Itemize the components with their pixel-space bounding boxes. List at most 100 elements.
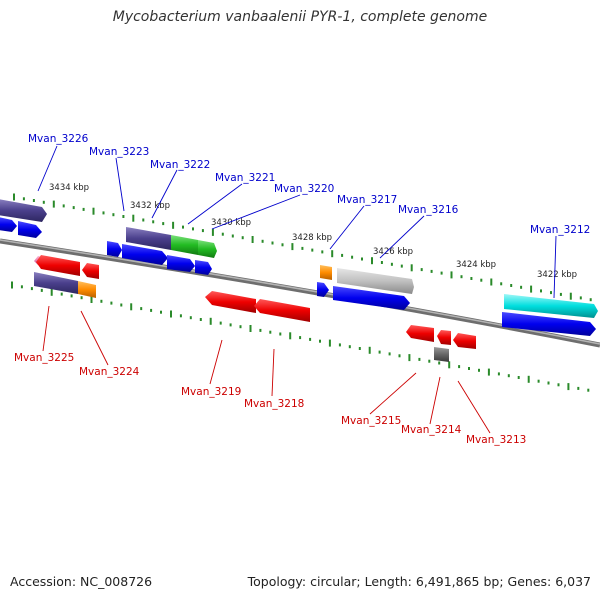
gene-label[interactable]: Mvan_3215 xyxy=(341,415,401,427)
gene-label[interactable]: Mvan_3213 xyxy=(466,434,526,446)
minor-tick xyxy=(100,299,103,303)
gene-arrow[interactable] xyxy=(437,330,451,345)
gene-label[interactable]: Mvan_3222 xyxy=(150,159,210,171)
minor-tick xyxy=(579,296,582,300)
gene-label[interactable]: Mvan_3225 xyxy=(14,352,74,364)
scale-label-3432: 3432 kbp xyxy=(130,201,170,211)
major-tick xyxy=(52,200,55,208)
major-tick xyxy=(170,310,172,318)
major-tick xyxy=(172,221,175,229)
minor-tick xyxy=(468,367,470,370)
minor-tick xyxy=(361,257,363,261)
gene-label[interactable]: Mvan_3223 xyxy=(89,146,149,158)
minor-tick xyxy=(351,255,354,259)
gene-label[interactable]: Mvan_3218 xyxy=(244,398,304,410)
gene-arrow[interactable] xyxy=(333,286,410,310)
gene-arrow[interactable] xyxy=(122,244,168,265)
minor-tick xyxy=(32,199,35,202)
gene-label[interactable]: Mvan_3217 xyxy=(337,194,397,206)
gene-arrow[interactable] xyxy=(317,282,329,297)
gene-block[interactable] xyxy=(126,227,171,250)
major-tick xyxy=(249,325,252,332)
gene-block[interactable] xyxy=(337,268,414,294)
gene-label[interactable]: Mvan_3219 xyxy=(181,386,241,398)
gene-arrow[interactable] xyxy=(406,325,434,342)
major-tick xyxy=(490,278,493,286)
minor-tick xyxy=(102,211,105,215)
minor-tick xyxy=(152,220,155,224)
gene-arrow[interactable] xyxy=(198,240,217,258)
minor-tick xyxy=(341,253,344,257)
minor-tick xyxy=(229,323,232,327)
major-tick xyxy=(132,214,135,222)
gene-block[interactable] xyxy=(34,272,78,294)
gene-label[interactable]: Mvan_3224 xyxy=(79,366,140,378)
genome-summary-text: Topology: circular; Length: 6,491,865 bp… xyxy=(247,574,591,589)
minor-tick xyxy=(478,368,480,372)
minor-tick xyxy=(82,207,85,211)
gene-arrow[interactable] xyxy=(167,255,195,272)
minor-tick xyxy=(497,372,500,376)
major-tick xyxy=(11,281,13,289)
minor-tick xyxy=(470,277,473,280)
minor-tick xyxy=(559,292,562,296)
scale-labels: 3434 kbp 3432 kbp 3430 kbp 3428 kbp 3426… xyxy=(49,183,577,280)
minor-tick xyxy=(201,229,204,233)
minor-tick xyxy=(480,278,483,282)
gene-arrow[interactable] xyxy=(502,312,596,336)
minor-tick xyxy=(390,262,393,266)
gene-label[interactable]: Mvan_3226 xyxy=(28,133,89,145)
gene-arrow[interactable] xyxy=(254,299,310,322)
gene-block[interactable] xyxy=(504,294,598,318)
major-tick xyxy=(331,250,334,258)
minor-tick xyxy=(110,301,113,305)
minor-tick xyxy=(269,330,272,334)
gene-label[interactable]: Mvan_3221 xyxy=(215,172,275,184)
minor-tick xyxy=(40,288,43,292)
gene-arrow[interactable] xyxy=(195,260,212,275)
minor-tick xyxy=(577,386,580,390)
minor-tick xyxy=(62,204,65,208)
gene-label[interactable]: Mvan_3212 xyxy=(530,224,590,236)
minor-tick xyxy=(30,287,33,291)
major-tick xyxy=(368,346,371,354)
major-tick xyxy=(487,368,490,376)
major-tick xyxy=(289,332,292,340)
inner-scale-ticks xyxy=(11,281,590,392)
major-tick xyxy=(209,317,212,325)
outer-scale-ticks xyxy=(13,193,592,302)
minor-tick xyxy=(438,361,441,365)
map-title: Mycobacterium vanbaalenii PYR-1, complet… xyxy=(112,9,488,25)
minor-tick xyxy=(517,376,520,379)
gene-label[interactable]: Mvan_3216 xyxy=(398,204,459,216)
minor-tick xyxy=(42,200,45,204)
gene-arrow[interactable] xyxy=(205,291,256,313)
minor-tick xyxy=(388,352,391,356)
minor-tick xyxy=(348,345,351,349)
gene-arrow[interactable] xyxy=(0,217,17,232)
major-tick xyxy=(251,236,254,243)
minor-tick xyxy=(540,289,542,293)
gene-block[interactable] xyxy=(434,347,449,362)
gene-arrow[interactable] xyxy=(18,221,42,238)
gene-arrow[interactable] xyxy=(107,241,122,257)
gene-arrow[interactable] xyxy=(82,263,99,279)
gene-block[interactable] xyxy=(320,265,332,280)
gene-block[interactable] xyxy=(171,235,198,255)
gene-arrow[interactable] xyxy=(36,255,80,276)
minor-tick xyxy=(398,354,401,358)
reverse-strand-genes xyxy=(34,255,476,362)
gene-label[interactable]: Mvan_3220 xyxy=(274,183,334,195)
gene-block[interactable] xyxy=(0,199,47,222)
scale-label-3426: 3426 kbp xyxy=(373,247,413,257)
minor-tick xyxy=(192,227,194,231)
gene-arrow[interactable] xyxy=(453,333,476,349)
gene-label[interactable]: Mvan_3214 xyxy=(401,424,462,436)
major-tick xyxy=(567,383,570,391)
minor-tick xyxy=(547,381,550,385)
genome-backbone-highlight xyxy=(0,239,600,345)
major-tick xyxy=(530,285,533,293)
major-tick xyxy=(92,207,95,215)
gene-block[interactable] xyxy=(78,281,96,298)
minor-tick xyxy=(279,332,282,336)
